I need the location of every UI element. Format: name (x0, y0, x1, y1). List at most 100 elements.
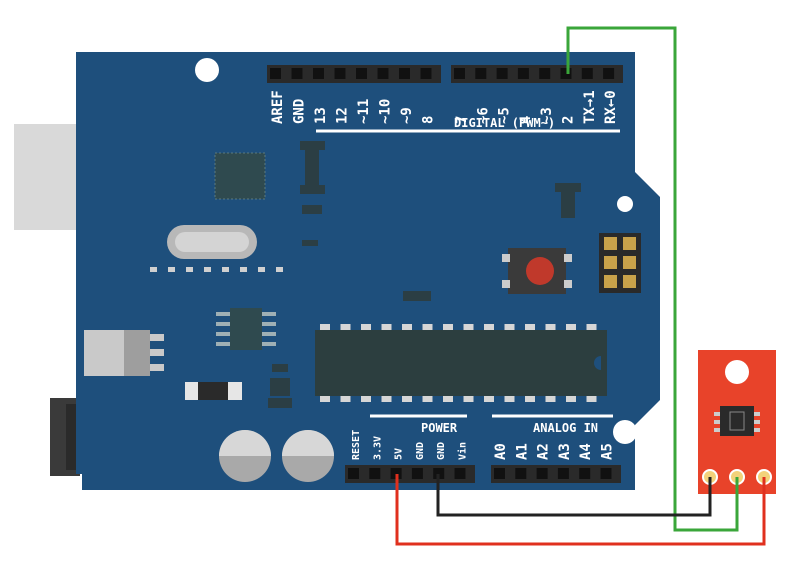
chip-pin (566, 396, 576, 402)
chip-pin (545, 324, 556, 330)
voltage-regulator-tab (84, 330, 124, 376)
header-socket (579, 468, 591, 479)
ic-pin (216, 332, 230, 336)
header-socket (496, 68, 508, 79)
reset-button[interactable] (526, 257, 554, 285)
ic-pin (216, 322, 230, 326)
icsp-chip (214, 152, 266, 200)
capacitor-top (219, 430, 271, 456)
sensor-ic-pin (754, 412, 760, 416)
icsp-pin (604, 275, 617, 288)
small-ic (230, 308, 262, 350)
ic-pin (262, 342, 276, 346)
icsp-pin (623, 275, 636, 288)
smd-component (403, 291, 431, 301)
sensor-ic-pin (714, 412, 720, 416)
analog-pin-label: A4 (578, 443, 594, 460)
header-socket (539, 68, 551, 79)
sensor-ic-marking (729, 411, 745, 431)
smd-pad (150, 267, 157, 272)
chip-pin (402, 396, 412, 402)
ic-pin (262, 322, 276, 326)
digital-pin-label: GND (292, 99, 308, 124)
digital-pin-label: TX→1 (582, 90, 598, 124)
digital-pin-label: 12 (335, 107, 351, 124)
ic-pin (216, 312, 230, 316)
chip-pin (586, 324, 597, 330)
digital-pin-label: ~9 (399, 107, 415, 124)
smd-component (305, 150, 319, 185)
digital-pin-label: ~3 (539, 107, 555, 124)
crystal-highlight (175, 232, 249, 252)
power-pin-label: Vin (457, 442, 469, 460)
chip-pin (586, 396, 597, 402)
header-socket (390, 468, 402, 479)
header-socket (356, 68, 367, 79)
chip-pin (422, 396, 433, 402)
header-socket (560, 68, 572, 79)
header-socket (433, 468, 445, 479)
ic-pin (262, 312, 276, 316)
chip-pin (463, 324, 474, 330)
reset-button-pin (502, 254, 510, 262)
chip-pin (443, 396, 453, 402)
smd-pad (204, 267, 211, 272)
chip-pin (320, 396, 330, 402)
power-pin-label: 3.3V (372, 436, 383, 460)
header-socket (581, 68, 593, 79)
power-pin-label: 5V (394, 448, 405, 460)
header-socket (517, 68, 529, 79)
digital-pin-label: ~11 (356, 99, 372, 124)
mounting-hole (195, 58, 219, 82)
header-socket (377, 68, 389, 79)
digital-pin-label: ~5 (497, 107, 513, 124)
header-socket (494, 468, 505, 479)
analog-pin-label: A3 (557, 443, 573, 460)
header-socket (536, 468, 548, 479)
header-socket (270, 68, 281, 79)
power-pin-label: RESET (351, 430, 362, 460)
chip-pin (525, 396, 535, 402)
digital-pin-label: 13 (313, 107, 329, 124)
header-socket (399, 68, 410, 79)
chip-pin (443, 324, 453, 330)
reset-button-pin (502, 280, 510, 288)
regulator-pin (150, 349, 164, 356)
chip-pin (340, 324, 351, 330)
analog-pin-label: A0 (493, 443, 509, 460)
chip-pin (504, 324, 515, 330)
sensor-ic (720, 406, 754, 436)
digital-pin-label: ~10 (378, 99, 394, 124)
icsp-pin (623, 237, 636, 250)
header-socket (291, 68, 303, 79)
transistor-pin (268, 398, 292, 408)
regulator-pin (150, 364, 164, 371)
header-socket (369, 468, 381, 479)
chip-pin (504, 396, 515, 402)
reset-button-pin (564, 280, 572, 288)
analog-pin-label: A5 (600, 443, 616, 460)
digital-pin-label: 4 (518, 116, 534, 124)
analog-label: ANALOG IN (533, 421, 598, 435)
chip-pin (566, 324, 576, 330)
header-socket (313, 68, 324, 79)
mounting-hole (617, 196, 633, 212)
digital-pin-label: 7 (454, 116, 470, 124)
header-socket (515, 468, 527, 479)
chip-pin (463, 396, 474, 402)
diode-body (198, 382, 228, 400)
smd-pad (240, 267, 247, 272)
digital-pin-label: AREF (270, 90, 286, 124)
sensor-ic-pin (714, 420, 720, 424)
chip-pin (484, 324, 494, 330)
smd-component (561, 192, 575, 218)
header-socket (557, 468, 569, 479)
header-socket (475, 68, 487, 79)
chip-notch (594, 356, 601, 370)
power-pin-label: GND (436, 442, 447, 460)
smd-component (555, 183, 581, 192)
smd-component (302, 240, 318, 246)
digital-pin-label: RX←0 (603, 90, 619, 124)
smd-pad (186, 267, 193, 272)
sensor-ic-pin (754, 428, 760, 432)
